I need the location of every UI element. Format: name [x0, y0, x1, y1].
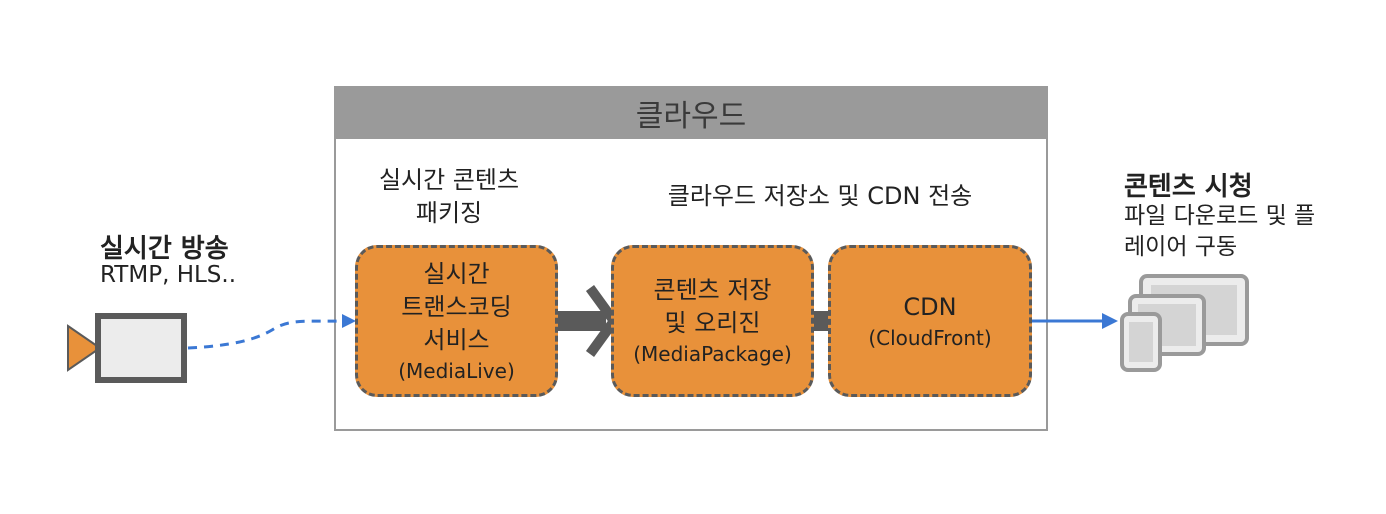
ingest-arrowhead	[342, 314, 356, 328]
cloud-header: 클라우드	[334, 86, 1048, 139]
delivery-arrowhead	[1102, 313, 1118, 329]
package-to-cdn-bar	[812, 311, 832, 331]
mediapackage-box: 콘텐츠 저장 및 오리진 (MediaPackage)	[611, 245, 814, 397]
cdn-line1: CDN	[903, 292, 957, 321]
medialive-line2: 트랜스코딩	[401, 292, 512, 321]
cdn-service: (CloudFront)	[868, 325, 992, 350]
content-viewing-desc: 파일 다운로드 및 플 레이어 구동	[1124, 201, 1315, 263]
mediapackage-service: (MediaPackage)	[633, 342, 792, 366]
packaging-section-label: 실시간 콘텐츠 패키징	[364, 164, 534, 230]
content-viewing-title: 콘텐츠 시청	[1124, 172, 1253, 202]
mediapackage-line2: 및 오리진	[664, 309, 761, 337]
transcode-to-package-bar	[556, 311, 606, 331]
packaging-label-line2: 패키징	[415, 199, 483, 227]
viewing-desc-line2: 레이어 구동	[1124, 234, 1238, 260]
mediapackage-line1: 콘텐츠 저장	[653, 276, 772, 304]
medialive-line3: 서비스	[423, 325, 490, 354]
medialive-line1: 실시간	[423, 259, 490, 288]
cdn-box: CDN (CloudFront)	[828, 245, 1032, 397]
viewing-desc-line1: 파일 다운로드 및 플	[1124, 203, 1316, 229]
packaging-label-line1: 실시간 콘텐츠	[378, 166, 520, 194]
broadcast-protocols: RTMP, HLS..	[100, 262, 237, 288]
live-broadcast-title: 실시간 방송	[100, 234, 229, 264]
storage-cdn-section-label: 클라우드 저장소 및 CDN 전송	[667, 182, 973, 210]
video-camera-icon	[67, 313, 187, 383]
devices-icon	[1120, 274, 1249, 372]
medialive-box: 실시간 트랜스코딩 서비스 (MediaLive)	[355, 245, 558, 397]
ingest-dashed-arrow	[187, 319, 343, 350]
medialive-service: (MediaLive)	[398, 358, 515, 383]
